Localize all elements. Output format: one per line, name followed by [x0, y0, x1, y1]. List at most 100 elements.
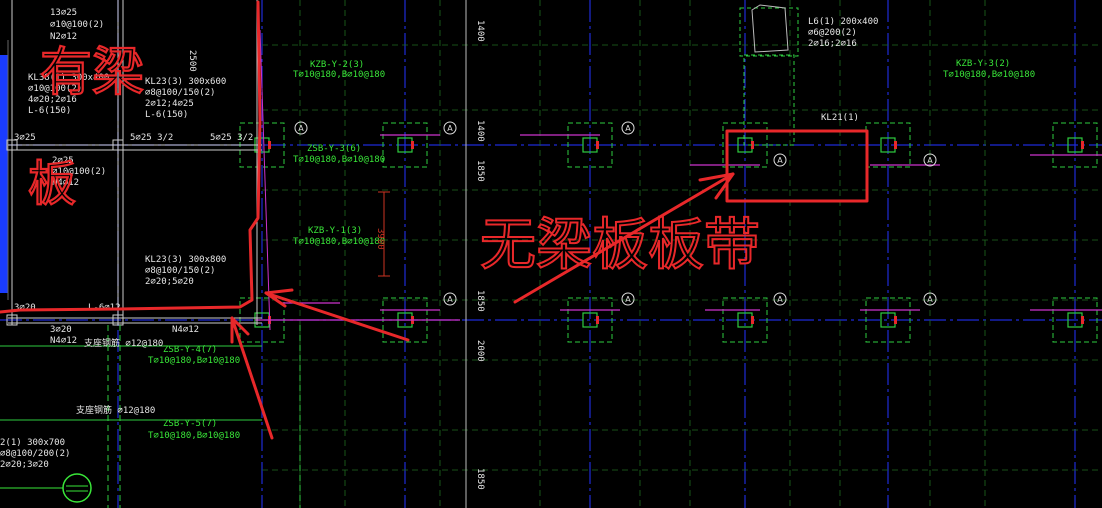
beam-text-top-left-2: ⌀10@100(2) [50, 20, 104, 30]
drop-panel-3 [722, 122, 768, 168]
l6-beam [739, 4, 799, 146]
dim-text-5: 2000 [475, 340, 485, 362]
beam-label-zsb-y-4-line1: ZSB-Y-4(7) [163, 345, 217, 355]
axis-bubble-label-3: A [777, 156, 783, 165]
column-mark-2 [596, 141, 599, 149]
dim-text-6: 3900 [375, 228, 385, 250]
axis-bubble-7 [773, 292, 787, 306]
beam-label-kzb-y-3-line2: T⌀10@180,B⌀10@180 [943, 70, 1035, 80]
column-mark-11 [1081, 316, 1084, 324]
dimension-text-layer: 1400 1400 1850 1850 2000 3900 1850 2500 [187, 20, 485, 490]
annotation-layer: 有梁 板 无梁板板带 [27, 42, 761, 279]
beam-text-bottom-1: 2(1) 300x700 [0, 438, 65, 448]
beam-text-kl23a-2: ⌀8@100/150(2) [145, 88, 215, 98]
column-mark-3 [751, 141, 754, 149]
beam-label-zsb-y-5-line2: T⌀10@180,B⌀10@180 [148, 431, 240, 441]
slab-band-highlight-box [725, 129, 869, 203]
rebar-text-2: 5⌀25 3/2 [210, 133, 253, 143]
annotation-left-top: 有梁 [40, 43, 144, 103]
axis-bubble-5 [443, 292, 457, 306]
arrow-to-beam-corner-2 [230, 316, 274, 440]
axis-bubble-3 [773, 153, 787, 167]
dim-text-8: 2500 [187, 50, 197, 72]
beam-slab-lines [8, 0, 262, 325]
beam-text-kl23a-3: 2⌀12;4⌀25 [145, 99, 194, 109]
rebar-text-5: N4⌀12 [172, 325, 199, 335]
beam-label-kzb-y-1-line2: T⌀10@180,B⌀10@180 [293, 237, 385, 247]
beam-text-small-3: N4⌀12 [52, 178, 79, 188]
dimension-3900 [378, 191, 390, 277]
column-mark-10 [894, 316, 897, 324]
column-mark-0 [268, 141, 271, 149]
beam-text-kl23b-3: 2⌀20;5⌀20 [145, 277, 194, 287]
axis-bubble-label-2: A [625, 124, 631, 133]
arrow-to-slab-band [513, 172, 735, 304]
axis-bubble-4 [923, 153, 937, 167]
arrow-to-beam-corner-1-head [264, 288, 294, 308]
beam-text-bottom-2: ⌀8@100/200(2) [0, 449, 70, 459]
annotation-right-main: 无梁板板带 [480, 213, 760, 278]
column-mark-5 [1081, 141, 1084, 149]
column-mark-1 [411, 141, 414, 149]
beam-text-kl38-1: KL38(1) 300x400 [28, 73, 109, 83]
beam-label-zsb-y-3-line2: T⌀10@180,B⌀10@180 [293, 155, 385, 165]
column-mark-4 [894, 141, 897, 149]
drop-panel-11 [1052, 297, 1098, 343]
beam-text-l6-1: L6(1) 200x400 [808, 17, 878, 27]
arrow-to-beam-corner-2-head [230, 316, 250, 344]
beam-text-l6-3: 2⌀16;2⌀16 [808, 39, 857, 49]
rebar-text-10: 支座钢筋 ⌀12@180 [76, 404, 155, 416]
beam-text-kl23b-1: KL23(3) 300x800 [145, 255, 226, 265]
beam-text-small-1: 2⌀25 [52, 156, 74, 166]
beam-label-kzb-y-1-line1: KZB-Y-1(3) [308, 226, 362, 236]
dim-text-2: 1400 [475, 120, 485, 142]
axis-bubble-6 [621, 292, 635, 306]
beam-label-zsb-y-3-line1: ZSB-Y-3(6) [307, 144, 361, 154]
beam-text-kl23a-1: KL23(3) 300x600 [145, 77, 226, 87]
axis-bubble-label-0: A [298, 124, 304, 133]
section-symbol [0, 473, 92, 503]
axis-bubble-label-7: A [777, 295, 783, 304]
beam-text-kl38-4: L-6(150) [28, 106, 71, 116]
dim-text-1: 1400 [475, 20, 485, 42]
drop-panel-8 [567, 297, 613, 343]
rebar-text-8: 3⌀20 [50, 325, 72, 335]
drop-panel-2 [567, 122, 613, 168]
magenta-beams [255, 29, 1102, 331]
beam-text-kl38-3: 4⌀20;2⌀16 [28, 95, 77, 105]
axis-bubble-label-4: A [927, 156, 933, 165]
rebar-text-3: 3⌀25 [14, 133, 36, 143]
beam-label-kzb-y-3-line1: KZB-Y-3(2) [956, 59, 1010, 69]
rebar-text-6: N4⌀12 [50, 336, 77, 346]
drop-panel-1 [382, 122, 428, 168]
beam-text-kl21: KL21(1) [821, 113, 859, 123]
annotation-left-bottom: 板 [28, 156, 76, 212]
axis-bubble-label-6: A [625, 295, 631, 304]
axis-bubble-1 [443, 121, 457, 135]
beam-text-kl23b-2: ⌀8@100/150(2) [145, 266, 215, 276]
beam-label-kzb-y-2-line1: KZB-Y-2(3) [310, 60, 364, 70]
dim-text-4: 1850 [475, 290, 485, 312]
dim-text-7: 1850 [475, 468, 485, 490]
beam-label-kzb-y-2-line2: T⌀10@180,B⌀10@180 [293, 70, 385, 80]
beam-text-bottom-3: 2⌀20;3⌀20 [0, 460, 49, 470]
rebar-text-1: 5⌀25 3/2 [130, 133, 173, 143]
drop-panel-9 [722, 297, 768, 343]
column-mark-8 [596, 316, 599, 324]
beam-text-l6-2: ⌀6@200(2) [808, 28, 857, 38]
beam-text-kl23a-4: L-6(150) [145, 110, 188, 120]
axis-bubble-2 [621, 121, 635, 135]
rebar-text-9: 支座钢筋 ⌀12@180 [84, 337, 163, 349]
left-edge-panels [0, 40, 9, 300]
beam-slab-region-outline [0, 0, 262, 314]
axis-bubble-label-1: A [447, 124, 453, 133]
beam-text-top-left-3: N2⌀12 [50, 32, 77, 42]
drop-panel-5 [1052, 122, 1098, 168]
axis-bubble-label-5: A [447, 295, 453, 304]
beam-label-zsb-y-4-line2: T⌀10@180,B⌀10@180 [148, 356, 240, 366]
beam-text-layer: L6(1) 200x400 ⌀6@200(2) 2⌀16;2⌀16 KL21(1… [0, 8, 878, 470]
axis-bubble-8 [923, 292, 937, 306]
